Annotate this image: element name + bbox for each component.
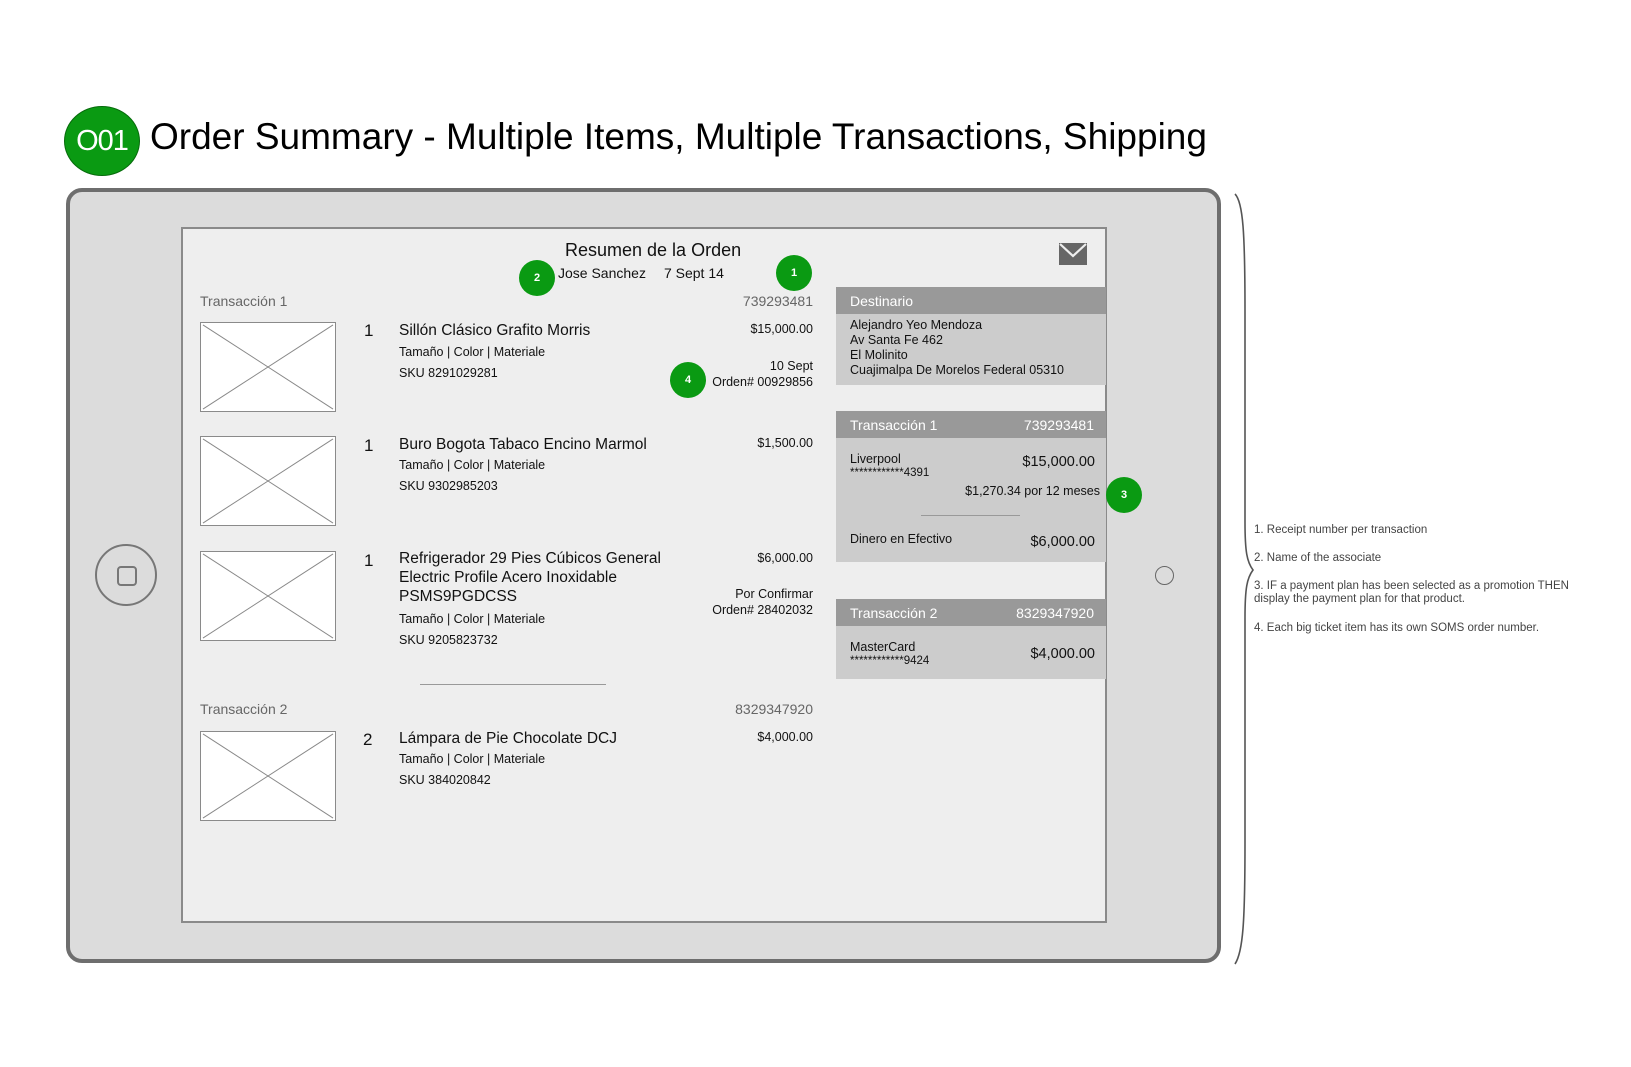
item-name: Refrigerador 29 Pies Cúbicos General Ele… [399,549,661,606]
transaction-1-number: 739293481 [742,293,813,309]
product-image-placeholder [200,551,336,641]
payment-transaction-1-header: Transacción 1 739293481 [836,411,1106,438]
item-quantity: 1 [364,321,374,340]
annotation-note-1: 1. Receipt number per transaction [1254,524,1428,536]
product-image-placeholder [200,322,336,412]
item-price: $1,500.00 [757,436,813,450]
item-price: $4,000.00 [757,730,813,744]
item-sku: SKU 9205823732 [399,633,498,647]
payment-amount: $4,000.00 [1030,646,1095,662]
product-image-placeholder [200,436,336,526]
card-number-masked: ************9424 [850,655,930,667]
item-name-line: Electric Profile Acero Inoxidable [399,569,617,586]
payment-transaction-number: 8329347920 [1016,604,1094,621]
item-price: $6,000.00 [757,551,813,565]
transaction-2-label: Transacción 2 [200,701,288,717]
payment-amount: $15,000.00 [1022,454,1095,470]
page-title: Order Summary - Multiple Items, Multiple… [150,116,1207,157]
callout-1: 1 [776,255,812,291]
payment-plan: $1,270.34 por 12 meses [965,484,1100,498]
item-sku: SKU 8291029281 [399,366,498,380]
item-attributes: Tamaño | Color | Materiale [399,458,546,472]
transaction-1-label: Transacción 1 [200,293,288,309]
payment-transaction-label: Transacción 2 [850,604,938,621]
payment-transaction-2-header: Transacción 2 8329347920 [836,599,1106,626]
payment-transaction-2-body [836,626,1106,679]
callout-4: 4 [670,362,706,398]
product-image-placeholder [200,731,336,821]
payment-method-name: Dinero en Efectivo [850,532,953,546]
order-date: 7 Sept 14 [663,265,724,281]
destination-header-label: Destinario [850,292,914,309]
recipient-name: Alejandro Yeo Mendoza [850,318,983,332]
item-quantity: 1 [364,551,374,570]
address-neighborhood: El Molinito [850,348,908,362]
delivery-status: Por Confirmar [735,587,813,601]
delivery-date: 10 Sept [769,359,813,373]
summary-subheader: Jose Sanchez 7 Sept 14 [558,265,724,281]
transaction-2-number: 8329347920 [735,701,813,717]
home-button[interactable] [95,544,157,606]
email-envelope-icon[interactable] [1059,243,1087,265]
item-name: Sillón Clásico Grafito Morris [399,322,591,339]
item-name-line: Refrigerador 29 Pies Cúbicos General [399,550,661,567]
annotation-note-2: 2. Name of the associate [1254,552,1382,564]
item-sku: SKU 384020842 [399,773,491,787]
home-square-icon [117,566,137,586]
address-street: Av Santa Fe 462 [850,333,943,347]
callout-2: 2 [519,260,555,296]
item-delivery-info: Por Confirmar Orden# 28402032 [712,586,813,618]
summary-title: Resumen de la Orden [565,240,742,260]
payment-method-name: MasterCard [850,640,916,654]
card-number-masked: ************4391 [850,467,930,479]
item-quantity: 2 [363,730,373,749]
annotation-brace [1234,193,1254,965]
soms-order-number: Orden# 00929856 [712,375,813,389]
item-sku: SKU 9302985203 [399,479,498,493]
payment-amount: $6,000.00 [1030,534,1095,550]
item-quantity: 1 [364,436,374,455]
item-attributes: Tamaño | Color | Materiale [399,345,546,359]
annotation-note-3: 3. IF a payment plan has been selected a… [1254,580,1569,605]
callout-3: 3 [1106,477,1142,513]
soms-order-number: Orden# 28402032 [712,603,813,617]
item-delivery-info: 10 Sept Orden# 00929856 [712,358,813,390]
item-price: $15,000.00 [750,322,813,336]
annotation-note-4: 4. Each big ticket item has its own SOMS… [1254,622,1540,634]
camera-icon [1155,566,1174,585]
transaction-divider [420,684,606,685]
payment-transaction-number: 739293481 [1023,416,1094,433]
item-attributes: Tamaño | Color | Materiale [399,752,546,766]
payment-transaction-1-body [836,438,1106,562]
payment-divider [921,515,1020,516]
destination-header: Destinario [836,287,1106,314]
item-name: Lámpara de Pie Chocolate DCJ [399,730,617,747]
associate-name: Jose Sanchez [558,265,646,281]
screen-id-badge: O01 [64,106,140,176]
payment-method-name: Liverpool [850,452,901,466]
item-name: Buro Bogota Tabaco Encino Marmol [399,436,647,453]
item-attributes: Tamaño | Color | Materiale [399,612,546,626]
destination-address: Alejandro Yeo Mendoza Av Santa Fe 462 El… [836,314,1106,385]
address-city-zip: Cuajimalpa De Morelos Federal 05310 [850,363,1065,377]
item-name-line: PSMS9PGDCSS [399,588,518,605]
payment-transaction-label: Transacción 1 [850,416,938,433]
